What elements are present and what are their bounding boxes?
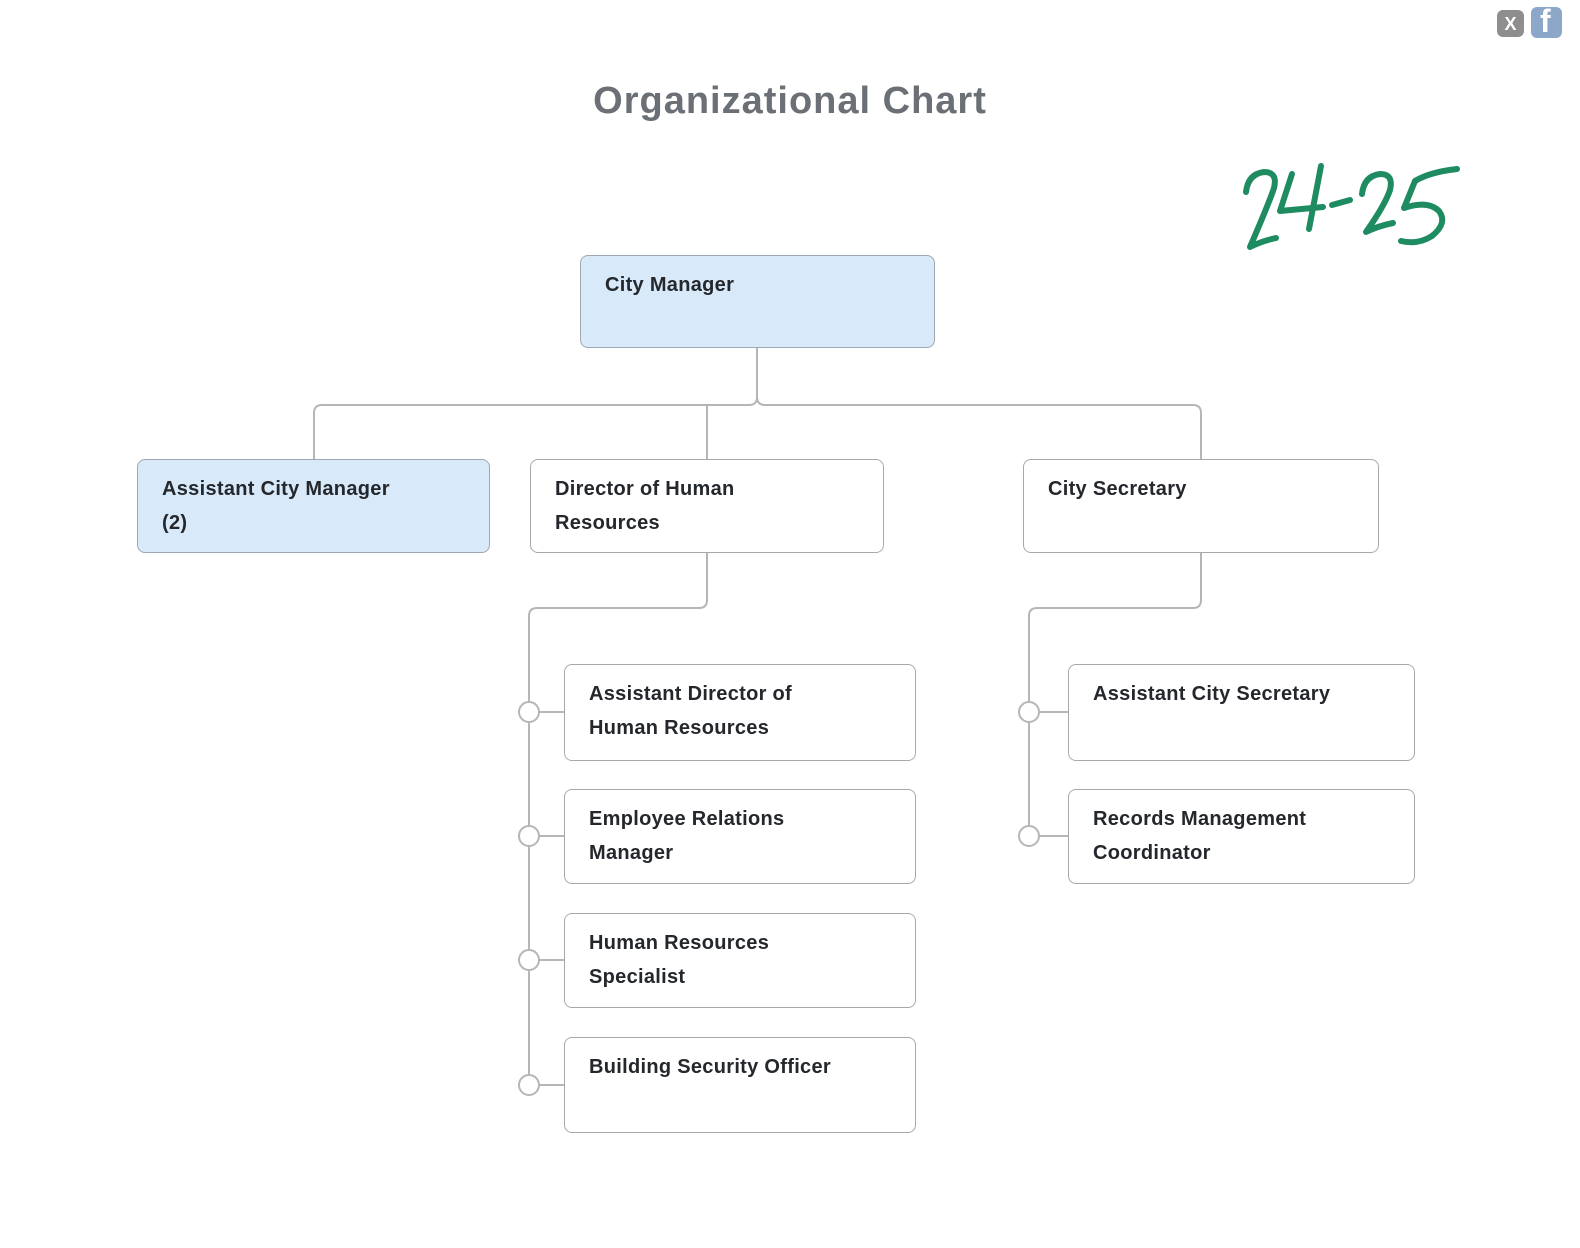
social-share-bar: X f <box>1497 7 1562 38</box>
junction-dot <box>1018 701 1040 723</box>
junction-dot <box>518 825 540 847</box>
org-node-label: Records Management Coordinator <box>1093 808 1307 864</box>
junction-dot <box>518 701 540 723</box>
junction-dot <box>1018 825 1040 847</box>
org-node-city-manager: City Manager <box>580 255 935 348</box>
org-node-assistant-director-of-human-resources: Assistant Director of Human Resources <box>564 664 916 761</box>
org-node-label: Director of Human Resources <box>555 478 735 534</box>
org-node-label: City Secretary <box>1048 478 1187 500</box>
org-node-assistant-city-secretary: Assistant City Secretary <box>1068 664 1415 761</box>
org-node-records-management-coordinator: Records Management Coordinator <box>1068 789 1415 884</box>
junction-dot <box>518 1074 540 1096</box>
org-node-building-security-officer: Building Security Officer <box>564 1037 916 1133</box>
facebook-icon-glyph: f <box>1540 7 1551 38</box>
org-node-label: Assistant City Secretary <box>1093 683 1331 705</box>
junction-dot <box>518 949 540 971</box>
org-node-employee-relations-manager: Employee Relations Manager <box>564 789 916 884</box>
org-node-human-resources-specialist: Human Resources Specialist <box>564 913 916 1008</box>
org-node-city-secretary: City Secretary <box>1023 459 1379 553</box>
x-icon-glyph: X <box>1504 13 1517 34</box>
org-node-label: Assistant Director of Human Resources <box>589 683 793 739</box>
handwritten-annotation-24-25 <box>1243 163 1460 250</box>
org-node-assistant-city-manager: Assistant City Manager (2) <box>137 459 490 553</box>
page-title: Organizational Chart <box>593 80 987 122</box>
org-node-label: Building Security Officer <box>589 1056 831 1078</box>
org-node-label: Employee Relations Manager <box>589 808 785 864</box>
org-node-director-of-human-resources: Director of Human Resources <box>530 459 884 553</box>
org-node-label: Assistant City Manager (2) <box>162 478 390 534</box>
org-node-label: City Manager <box>605 274 735 296</box>
facebook-icon[interactable]: f <box>1531 7 1562 38</box>
x-twitter-icon[interactable]: X <box>1497 10 1524 37</box>
org-node-label: Human Resources Specialist <box>589 932 770 988</box>
